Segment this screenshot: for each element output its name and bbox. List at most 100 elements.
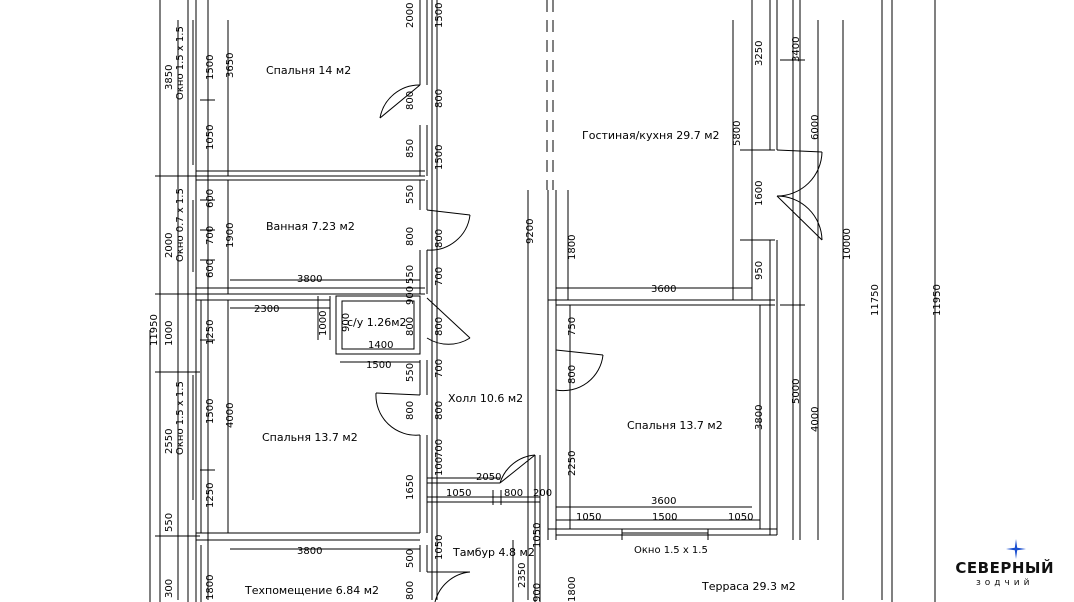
hall-walls [427,0,541,602]
window-label: Окно 1.5 х 1.5 [175,26,186,100]
brand-name: СЕВЕРНЫЙ [955,559,1054,577]
dimension-label: 1000 [164,321,175,346]
bath-walls [196,179,428,295]
dimension-label: 200 [533,488,552,499]
dimension-label: 2350 [517,563,528,588]
dimension-label: 1000 [318,311,329,336]
dimension-label: 3850 [164,65,175,90]
dimension-label: 700 [434,359,445,378]
star-icon [1006,539,1026,559]
dimension-label: 2250 [567,451,578,476]
bedroom-top-walls [196,0,428,177]
dimension-label: 1050 [205,125,216,150]
dimension-label: 1600 [754,181,765,206]
dimension-label: 3800 [754,405,765,430]
left-dimension-lines [149,0,229,602]
dimension-label: 1500 [205,399,216,424]
dimension-label: 1050 [532,523,543,548]
dimension-label: 1250 [205,320,216,345]
room-label-bedroom-left: Спальня 13.7 м2 [262,431,358,444]
dimension-label: 600 [205,189,216,208]
dimension-label: 3600 [651,496,676,507]
dimension-label: 700 [205,226,216,245]
dimension-label: 1400 [368,340,393,351]
bedroom-left-walls [196,299,428,541]
dimension-label: 600 [205,259,216,278]
dimension-label: 100 [434,457,445,476]
dimension-label: 2050 [476,472,501,483]
dimension-label: 550 [405,185,416,204]
dimension-label: 800 [405,317,416,336]
dimension-label: 750 [567,317,578,336]
dimension-label: 9200 [525,219,536,244]
dimension-label: 11950 [149,314,160,346]
dimension-label: 1800 [567,235,578,260]
dimension-label: 800 [504,488,523,499]
dashed-boundary [546,0,554,190]
right-block-walls [547,0,778,540]
room-label-bath: Ванная 7.23 м2 [266,220,355,233]
room-label-living: Гостиная/кухня 29.7 м2 [582,129,720,142]
dimension-label: 2300 [254,304,279,315]
dimension-label: 5000 [791,379,802,404]
dimension-label: 1050 [728,512,753,523]
dimension-label: 11750 [870,284,881,316]
dimension-label: 550 [405,363,416,382]
dimension-label: 850 [405,139,416,158]
dimension-label: 1500 [434,3,445,28]
dimension-label: 11950 [932,284,943,316]
brand-subtitle: зодчий [975,578,1034,588]
dimension-label: 700 [434,267,445,286]
room-label-wc: с/у 1.26м2 [347,316,407,329]
dimension-label: 1650 [405,475,416,500]
dimension-label: 2550 [164,429,175,454]
dimension-label: 900 [532,583,543,602]
window-label: Окно 0.7 х 1.5 [175,188,186,262]
brand-logo: СЕВЕРНЫЙ зодчий [955,539,1054,588]
window-label: Окно 1.5 х 1.5 [175,381,186,455]
dimension-label: 4000 [225,403,236,428]
dimension-label: 3400 [791,37,802,62]
room-label-hall: Холл 10.6 м2 [448,392,523,405]
dimension-label: 800 [567,365,578,384]
dimension-label: 1800 [205,575,216,600]
room-label-terrace: Терраса 29.3 м2 [701,580,796,593]
doors [375,84,823,602]
dimension-label: 3800 [297,274,322,285]
dimension-label: 6000 [810,115,821,140]
dimension-label: 3800 [297,546,322,557]
dimension-label: 3600 [651,284,676,295]
dimension-label: 1250 [205,483,216,508]
dimension-label: 900 [341,313,352,332]
dimension-label: 1050 [446,488,471,499]
dimension-label: 300 [164,579,175,598]
dimension-label: 3650 [225,53,236,78]
dimension-label: 800 [405,581,416,600]
dimension-label: 1800 [567,577,578,602]
room-label-bedroom-top: Спальня 14 м2 [266,64,351,77]
dimension-label: 550 [405,265,416,284]
dimension-label: 1500 [434,145,445,170]
dimension-label: 1500 [205,55,216,80]
dimension-label: 800 [405,401,416,420]
dimension-label: 800 [405,91,416,110]
dimension-label: 2000 [164,233,175,258]
dimension-label: 800 [434,229,445,248]
dimension-label: 800 [405,227,416,246]
dimension-label: 5800 [732,121,743,146]
dimension-label: 700 [434,439,445,458]
dimension-label: 800 [434,401,445,420]
window-label: Окно 1.5 х 1.5 [634,545,708,556]
left-outer-wall [187,0,197,602]
dimension-label: 900 [405,286,416,305]
dimension-label: 1050 [576,512,601,523]
right-dimension-lines [230,0,936,602]
dimension-label: 550 [164,513,175,532]
dimension-label: 3250 [754,41,765,66]
dimension-label: 950 [754,261,765,280]
dimension-label: 1500 [366,360,391,371]
dimension-label: 800 [434,317,445,336]
room-label-bedroom-right: Спальня 13.7 м2 [627,419,723,432]
dimension-label: 2000 [405,3,416,28]
